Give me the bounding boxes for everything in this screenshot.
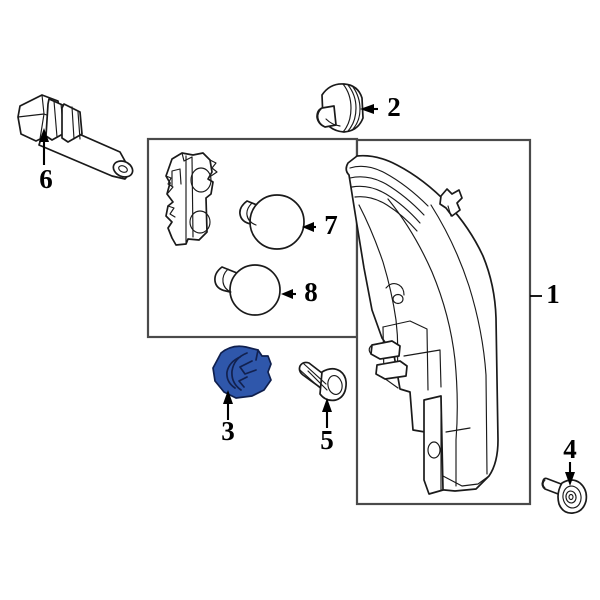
part-push-pin-rivet[interactable] — [298, 361, 347, 402]
part-tail-lamp-assembly[interactable] — [345, 154, 499, 495]
part-hex-head-bolt[interactable] — [17, 94, 135, 180]
part-grommet-plug[interactable] — [316, 83, 364, 133]
callout-leader-2 — [360, 104, 378, 114]
part-bulb-lower[interactable] — [214, 264, 281, 316]
callout-leader-6 — [39, 128, 49, 165]
callout-leader-5 — [322, 398, 332, 428]
callout-label-7: 7 — [324, 210, 338, 240]
callout-leader-8 — [281, 289, 296, 299]
callout-label-4: 4 — [563, 434, 577, 464]
callout-leader-4 — [565, 462, 575, 486]
callout-label-3: 3 — [221, 416, 235, 446]
callout-label-8: 8 — [304, 277, 318, 307]
callout-label-2: 2 — [387, 92, 401, 122]
callout-leader-7 — [302, 222, 316, 232]
callout-label-6: 6 — [39, 164, 53, 194]
part-bulb-upper[interactable] — [239, 194, 305, 250]
part-retainer-clip-selected[interactable] — [212, 345, 272, 399]
callout-label-1: 1 — [546, 279, 560, 309]
callout-label-5: 5 — [320, 425, 334, 455]
callout-leader-3 — [223, 390, 233, 420]
part-screw[interactable] — [541, 477, 588, 514]
part-bulb-socket-connector[interactable] — [165, 152, 218, 246]
